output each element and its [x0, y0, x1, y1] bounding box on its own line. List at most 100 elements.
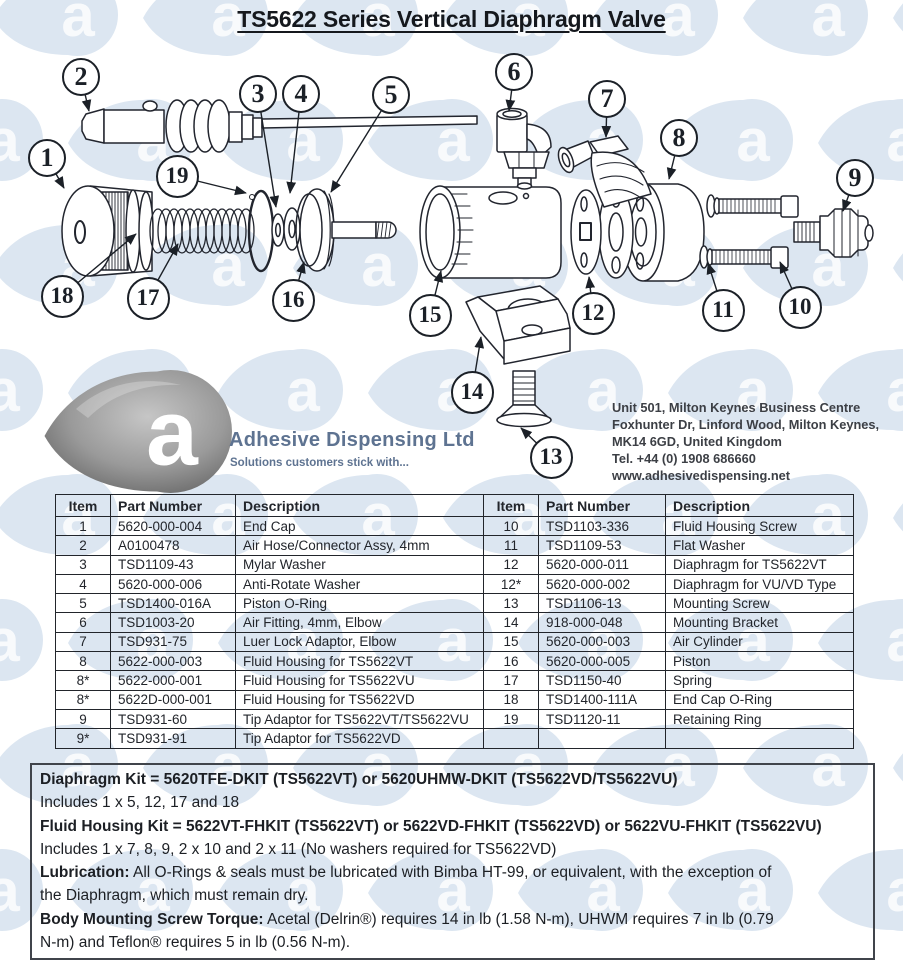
- table-cell: Diaphragm for VU/VD Type: [665, 573, 854, 595]
- table-cell: 15: [483, 631, 539, 653]
- table-cell: 5620-000-005: [538, 651, 666, 672]
- table-cell: Fluid Housing for TS5622VU: [235, 670, 484, 691]
- table-cell: [538, 728, 666, 749]
- note-line: Body Mounting Screw Torque: Acetal (Delr…: [40, 910, 774, 952]
- leader-line-8: [666, 137, 680, 180]
- table-cell: Air Hose/Connector Assy, 4mm: [235, 535, 484, 556]
- table-cell: 5620-000-004: [110, 515, 236, 537]
- table-cell: 12: [483, 554, 539, 575]
- leader-line-13: [520, 427, 552, 458]
- address-line: www.adhesivedispensing.net: [612, 467, 791, 483]
- table-cell: 5620-000-002: [538, 573, 666, 595]
- table-cell: 5620-000-006: [110, 573, 236, 595]
- table-cell: TSD931-91: [110, 728, 236, 749]
- part-tip-adaptor: [793, 208, 874, 258]
- note-line: Includes 1 x 7, 8, 9, 2 x 10 and 2 x 11 …: [40, 840, 557, 858]
- table-cell: A0100478: [110, 535, 236, 556]
- table-cell: 11: [483, 535, 539, 556]
- table-cell: Mounting Screw: [665, 593, 854, 614]
- table-cell: Retaining Ring: [665, 708, 854, 730]
- table-cell: 9: [55, 708, 111, 730]
- column-header: Item: [55, 494, 111, 517]
- table-cell: TSD1103-336: [538, 515, 666, 537]
- table-cell: 3: [55, 554, 111, 575]
- part-diaphragm: [570, 185, 634, 279]
- table-cell: 918-000-048: [538, 612, 666, 633]
- address-line: Unit 501, Milton Keynes Business Centre: [612, 400, 861, 415]
- table-cell: Anti-Rotate Washer: [235, 573, 484, 595]
- table-cell: TSD1120-11: [538, 708, 666, 730]
- part-air-cylinder: [419, 185, 562, 279]
- leader-line-12: [585, 276, 596, 314]
- table-cell: Air Cylinder: [665, 631, 854, 653]
- table-cell: 1: [55, 515, 111, 537]
- table-cell: Mounting Bracket: [665, 612, 854, 633]
- leader-line-16: [292, 261, 306, 301]
- part-piston: [295, 188, 397, 272]
- logo-letter: a: [146, 381, 199, 485]
- part-spring: [149, 208, 255, 254]
- part-fluid-housing: [621, 182, 705, 282]
- table-cell: 4: [55, 573, 111, 595]
- table-cell: 8*: [55, 670, 111, 691]
- table-cell: 2: [55, 535, 111, 556]
- leader-line-4: [286, 93, 302, 194]
- table-cell: 13: [483, 593, 539, 614]
- table-cell: 8*: [55, 689, 111, 710]
- table-cell: 5622-000-001: [110, 670, 236, 691]
- table-cell: TSD1400-111A: [538, 689, 666, 710]
- leader-line-19: [176, 175, 247, 196]
- leader-line-1: [46, 157, 65, 189]
- table-cell: Piston O-Ring: [235, 593, 484, 614]
- table-cell: Luer Lock Adaptor, Elbow: [235, 631, 484, 653]
- address-line: Tel. +44 (0) 1908 686660: [612, 450, 756, 466]
- table-cell: TSD1003-20: [110, 612, 236, 633]
- table-cell: TSD1400-016A: [110, 593, 236, 614]
- table-cell: Mylar Washer: [235, 554, 484, 575]
- table-cell: 5622D-000-001: [110, 689, 236, 710]
- table-cell: 17: [483, 670, 539, 691]
- part-retaining-ring: [247, 189, 275, 273]
- table-cell: TSD931-75: [110, 631, 236, 653]
- leader-line-5: [330, 94, 392, 193]
- table-cell: Tip Adaptor for TS5622VT/TS5622VU: [235, 708, 484, 730]
- company-name: Adhesive Dispensing Ltd: [229, 429, 475, 451]
- table-cell: TSD1150-40: [538, 670, 666, 691]
- leader-line-6: [505, 71, 516, 112]
- table-cell: 5620-000-011: [538, 554, 666, 575]
- note-line: Fluid Housing Kit = 5622VT-FHKIT (TS5622…: [40, 817, 822, 835]
- part-end-cap: [61, 185, 154, 277]
- part-air-fitting-elbow: [496, 107, 552, 190]
- column-header: Description: [235, 494, 484, 517]
- table-cell: 9*: [55, 728, 111, 749]
- address-line: Foxhunter Dr, Linford Wood, Milton Keyne…: [612, 416, 880, 432]
- table-cell: TSD1106-13: [538, 593, 666, 614]
- table-cell: Fluid Housing Screw: [665, 515, 854, 537]
- table-cell: 5622-000-003: [110, 651, 236, 672]
- note-line: Diaphragm Kit = 5620TFE-DKIT (TS5622VT) …: [40, 771, 678, 788]
- table-cell: [483, 728, 539, 749]
- table-cell: 8: [55, 651, 111, 672]
- leader-line-10: [779, 261, 801, 308]
- leader-line-14: [471, 336, 485, 393]
- table-cell: Flat Washer: [665, 535, 854, 556]
- part-mounting-screw: [496, 370, 552, 428]
- table-cell: 5: [55, 593, 111, 614]
- column-header: Part Number: [110, 494, 236, 517]
